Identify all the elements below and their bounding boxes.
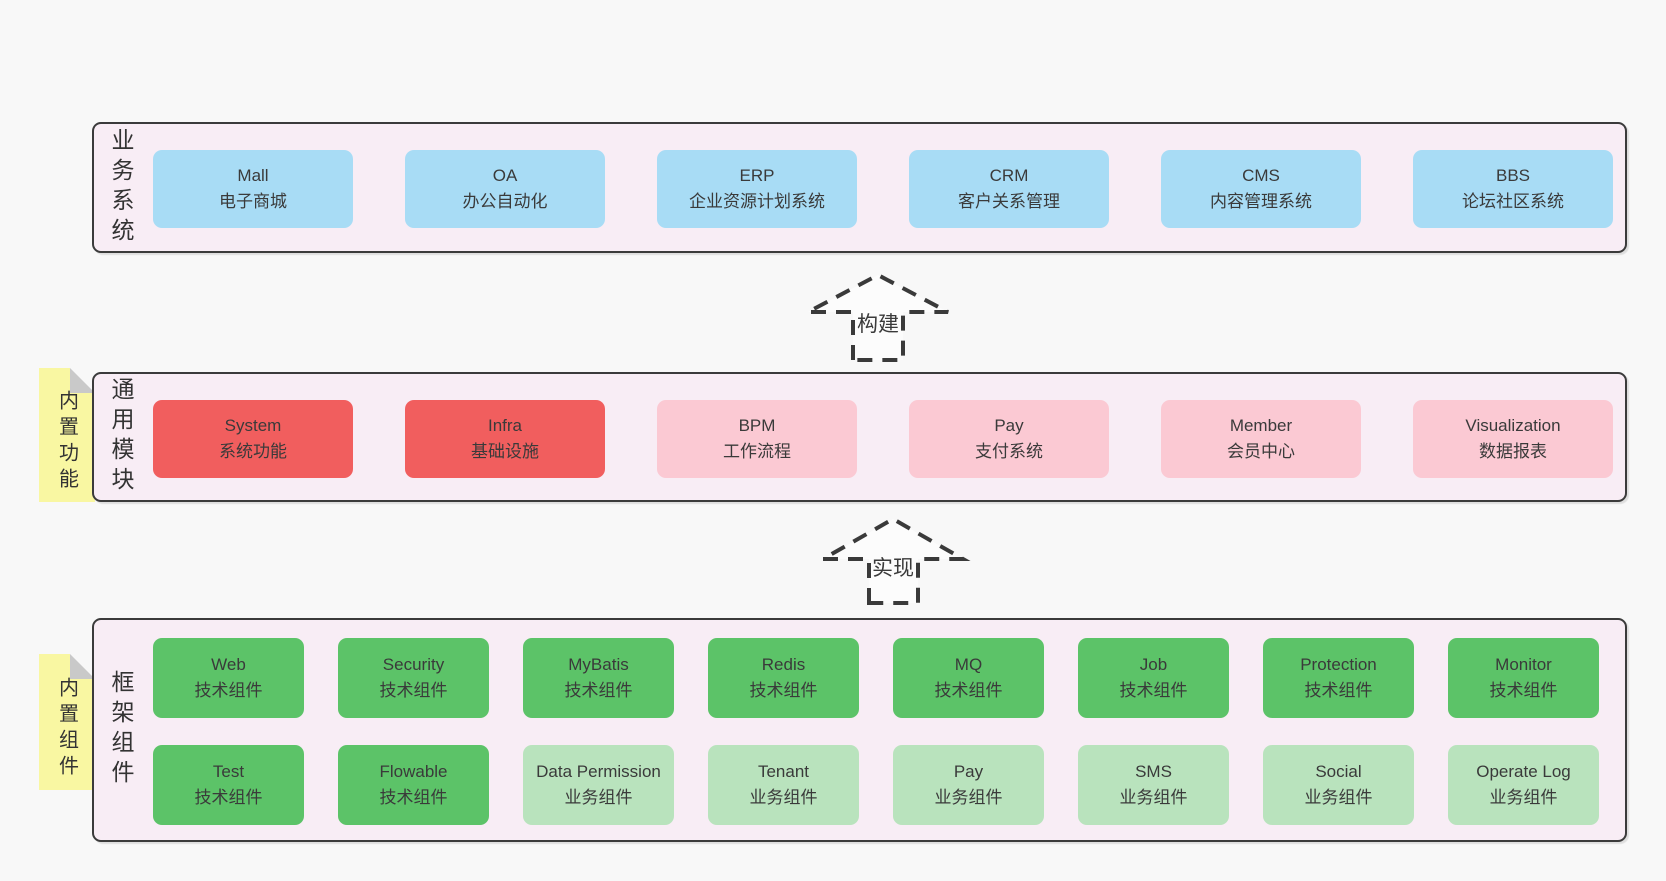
sticky-note-label: 内置功能 — [55, 390, 78, 494]
box-job: Job 技术组件 — [1078, 638, 1229, 718]
arrow-label-build: 构建 — [857, 313, 899, 336]
sticky-note-built-in-components: 内置组件 — [39, 654, 95, 790]
box-title: System — [224, 416, 282, 435]
box-pay-component: Pay 业务组件 — [893, 745, 1044, 825]
box-subtitle: 论坛社区系统 — [1462, 192, 1564, 211]
box-bpm: BPM 工作流程 — [657, 400, 857, 478]
box-title: Member — [1229, 416, 1293, 435]
box-title: Pay — [994, 416, 1024, 435]
box-subtitle: 技术组件 — [564, 681, 633, 700]
dashed-up-arrow-implement — [815, 516, 971, 605]
box-mybatis: MyBatis 技术组件 — [523, 638, 674, 718]
arrow-label-implement: 实现 — [872, 557, 914, 580]
box-sms: SMS 业务组件 — [1078, 745, 1229, 825]
box-title: BBS — [1495, 166, 1531, 185]
box-subtitle: 工作流程 — [723, 442, 791, 461]
box-erp: ERP 企业资源计划系统 — [657, 150, 857, 228]
box-subtitle: 业务组件 — [564, 788, 633, 807]
box-subtitle: 企业资源计划系统 — [689, 192, 825, 211]
box-pay-system: Pay 支付系统 — [909, 400, 1109, 478]
box-security: Security 技术组件 — [338, 638, 489, 718]
box-subtitle: 基础设施 — [471, 442, 539, 461]
box-title: Security — [382, 655, 445, 674]
panel-common-modules: 通用模块 System 系统功能 Infra 基础设施 BPM 工作流程 Pay… — [92, 372, 1627, 502]
box-operate-log: Operate Log 业务组件 — [1448, 745, 1599, 825]
panel-label-common-modules: 通用模块 — [108, 377, 134, 497]
box-subtitle: 业务组件 — [1489, 788, 1558, 807]
box-title: CMS — [1242, 166, 1280, 185]
box-subtitle: 支付系统 — [975, 442, 1043, 461]
box-subtitle: 技术组件 — [749, 681, 818, 700]
box-subtitle: 技术组件 — [1489, 681, 1558, 700]
box-test: Test 技术组件 — [153, 745, 304, 825]
box-title: MQ — [954, 655, 983, 674]
box-web: Web 技术组件 — [153, 638, 304, 718]
panel-framework-components: 框架组件 Web 技术组件 Security 技术组件 MyBatis 技术组件… — [92, 618, 1627, 842]
box-member: Member 会员中心 — [1161, 400, 1361, 478]
box-title: Visualization — [1465, 416, 1561, 435]
box-title: Pay — [953, 762, 984, 781]
box-cms: CMS 内容管理系统 — [1161, 150, 1361, 228]
box-title: ERP — [739, 166, 775, 185]
box-oa: OA 办公自动化 — [405, 150, 605, 228]
box-monitor: Monitor 技术组件 — [1448, 638, 1599, 718]
box-data-permission: Data Permission 业务组件 — [523, 745, 674, 825]
box-title: Protection — [1300, 655, 1377, 674]
box-subtitle: 会员中心 — [1227, 442, 1295, 461]
dashed-up-arrow-build — [807, 272, 949, 362]
box-tenant: Tenant 业务组件 — [708, 745, 859, 825]
box-subtitle: 技术组件 — [934, 681, 1003, 700]
box-title: Redis — [761, 655, 806, 674]
box-subtitle: 技术组件 — [379, 788, 448, 807]
box-subtitle: 内容管理系统 — [1210, 192, 1312, 211]
box-mq: MQ 技术组件 — [893, 638, 1044, 718]
box-title: Social — [1315, 762, 1362, 781]
box-crm: CRM 客户关系管理 — [909, 150, 1109, 228]
box-subtitle: 业务组件 — [1304, 788, 1373, 807]
box-system: System 系统功能 — [153, 400, 353, 478]
panel-label-business-systems: 业务系统 — [108, 127, 134, 248]
box-title: Test — [212, 762, 245, 781]
box-title: Monitor — [1495, 655, 1552, 674]
box-protection: Protection 技术组件 — [1263, 638, 1414, 718]
box-subtitle: 业务组件 — [934, 788, 1003, 807]
box-title: Infra — [487, 416, 523, 435]
box-subtitle: 技术组件 — [1304, 681, 1373, 700]
panel-business-systems: 业务系统 Mall 电子商城 OA 办公自动化 ERP 企业资源计划系统 CRM… — [92, 122, 1627, 253]
box-subtitle: 客户关系管理 — [958, 192, 1060, 211]
box-subtitle: 技术组件 — [194, 788, 263, 807]
box-title: Tenant — [757, 762, 810, 781]
box-infra: Infra 基础设施 — [405, 400, 605, 478]
box-social: Social 业务组件 — [1263, 745, 1414, 825]
box-subtitle: 技术组件 — [194, 681, 263, 700]
box-title: Mall — [237, 166, 269, 185]
box-title: OA — [492, 166, 518, 185]
box-mall: Mall 电子商城 — [153, 150, 353, 228]
box-title: CRM — [989, 166, 1029, 185]
sticky-note-label: 内置组件 — [55, 677, 78, 781]
box-subtitle: 系统功能 — [219, 442, 287, 461]
box-title: Web — [211, 655, 246, 674]
box-flowable: Flowable 技术组件 — [338, 745, 489, 825]
box-title: BPM — [738, 416, 776, 435]
box-subtitle: 数据报表 — [1479, 442, 1547, 461]
box-subtitle: 业务组件 — [749, 788, 818, 807]
box-title: Job — [1139, 655, 1168, 674]
box-bbs: BBS 论坛社区系统 — [1413, 150, 1613, 228]
box-title: SMS — [1135, 762, 1172, 781]
box-subtitle: 技术组件 — [379, 681, 448, 700]
box-title: MyBatis — [568, 655, 629, 674]
box-subtitle: 办公自动化 — [462, 192, 548, 211]
box-redis: Redis 技术组件 — [708, 638, 859, 718]
box-visualization: Visualization 数据报表 — [1413, 400, 1613, 478]
box-title: Data Permission — [536, 762, 661, 781]
box-title: Operate Log — [1476, 762, 1571, 781]
panel-label-framework-components: 框架组件 — [108, 670, 134, 790]
box-title: Flowable — [379, 762, 448, 781]
box-subtitle: 电子商城 — [219, 192, 287, 211]
box-subtitle: 技术组件 — [1119, 681, 1188, 700]
sticky-note-built-in-features: 内置功能 — [39, 368, 95, 502]
box-subtitle: 业务组件 — [1119, 788, 1188, 807]
